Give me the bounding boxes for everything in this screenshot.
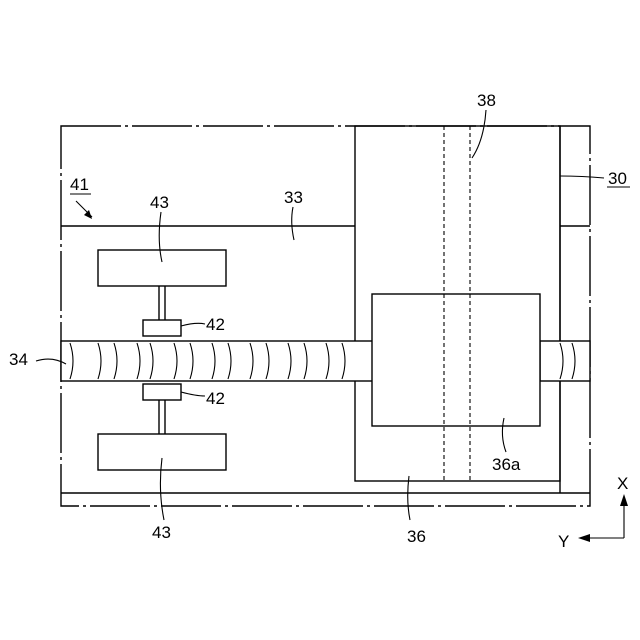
label-42-lower: 42 [206,389,225,408]
label-36: 36 [407,527,426,546]
leader-43-upper [159,212,162,262]
leader-33 [292,207,294,240]
leader-42-upper [181,323,205,326]
axis-y-label: Y [558,532,569,551]
leader-42-lower [181,392,205,396]
leader-36 [408,476,410,520]
leader-38 [472,110,486,158]
label-42-upper: 42 [206,315,225,334]
sensor-42-lower [143,384,181,400]
leader-lines [36,110,630,520]
label-33: 33 [284,188,303,207]
pad-43-lower [98,434,226,470]
label-41: 41 [70,175,89,194]
nut-36a [372,294,540,426]
label-34: 34 [9,350,28,369]
label-43-upper: 43 [150,193,169,212]
axis-indicator: X Y [558,474,628,551]
label-30: 30 [608,169,627,188]
label-36a: 36a [492,455,521,474]
pad-43-upper [98,250,226,286]
label-38: 38 [477,91,496,110]
label-43-lower: 43 [152,523,171,542]
sensor-42-upper [143,320,181,336]
leader-30 [560,176,604,178]
arrow-41-head [84,210,92,219]
axis-x-label: X [617,474,628,493]
leader-43-lower [160,458,164,520]
